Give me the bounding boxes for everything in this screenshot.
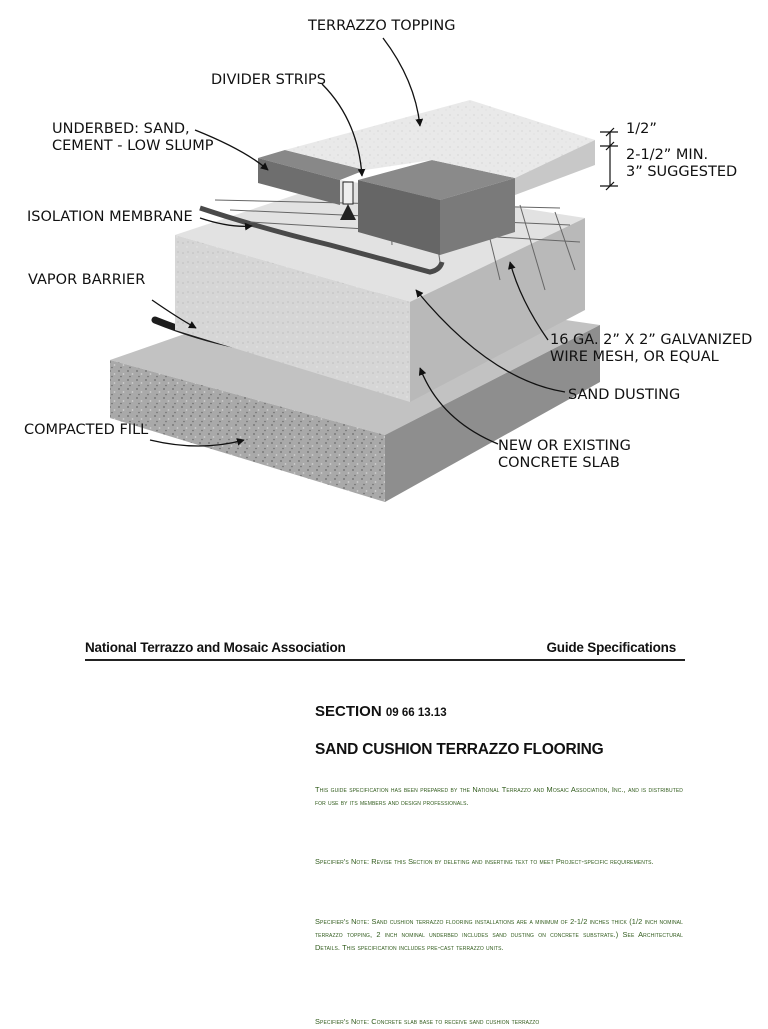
section-title: SAND CUSHION TERRAZZO FLOORING bbox=[315, 741, 604, 758]
label-wire-mesh: 16 GA. 2” X 2” GALVANIZED WIRE MESH, OR … bbox=[550, 332, 753, 365]
section-prefix: SECTION bbox=[315, 703, 382, 720]
label-concrete-slab: NEW OR EXISTING CONCRETE SLAB bbox=[498, 438, 631, 471]
leader-lines bbox=[149, 37, 566, 447]
section-number: SECTION 09 66 13.13 bbox=[315, 703, 447, 720]
section-code: 09 66 13.13 bbox=[385, 707, 447, 719]
label-terrazzo-topping: TERRAZZO TOPPING bbox=[308, 18, 456, 34]
label-sand-dusting: SAND DUSTING bbox=[568, 387, 681, 403]
underbed-block-left bbox=[258, 150, 365, 205]
paragraph-specifier-note-3: Specifier's Note: Concrete slab base to … bbox=[315, 1017, 540, 1026]
label-vapor-barrier: VAPOR BARRIER bbox=[28, 272, 146, 288]
paragraph-specifier-note-2: Specifier's Note: Sand cushion terrazzo … bbox=[315, 917, 683, 952]
label-isolation-membrane: ISOLATION MEMBRANE bbox=[27, 209, 193, 225]
label-underbed: UNDERBED: SAND, CEMENT - LOW SLUMP bbox=[52, 121, 214, 154]
label-compacted-fill: COMPACTED FILL bbox=[24, 422, 149, 438]
header-divider bbox=[85, 659, 685, 661]
document-header-title: Guide Specifications bbox=[546, 640, 676, 655]
label-divider-strips: DIVIDER STRIPS bbox=[211, 72, 327, 88]
paragraph-specifier-note-1: Specifier's Note: Revise this Section by… bbox=[315, 857, 654, 866]
document-header-org: National Terrazzo and Mosaic Association bbox=[85, 640, 346, 655]
paragraph-intro: This guide specification has been prepar… bbox=[315, 785, 683, 807]
dimension-lines bbox=[600, 127, 618, 191]
label-dim-underbed: 2-1/2” MIN. 3” SUGGESTED bbox=[626, 147, 738, 180]
label-dim-topping: 1/2” bbox=[626, 121, 657, 137]
underbed-block-right bbox=[358, 160, 515, 255]
divider-strip bbox=[340, 181, 356, 220]
terrazzo-topping-layer bbox=[285, 100, 595, 195]
isolation-membrane-layer bbox=[199, 205, 445, 275]
terrazzo-section-diagram bbox=[110, 37, 618, 502]
